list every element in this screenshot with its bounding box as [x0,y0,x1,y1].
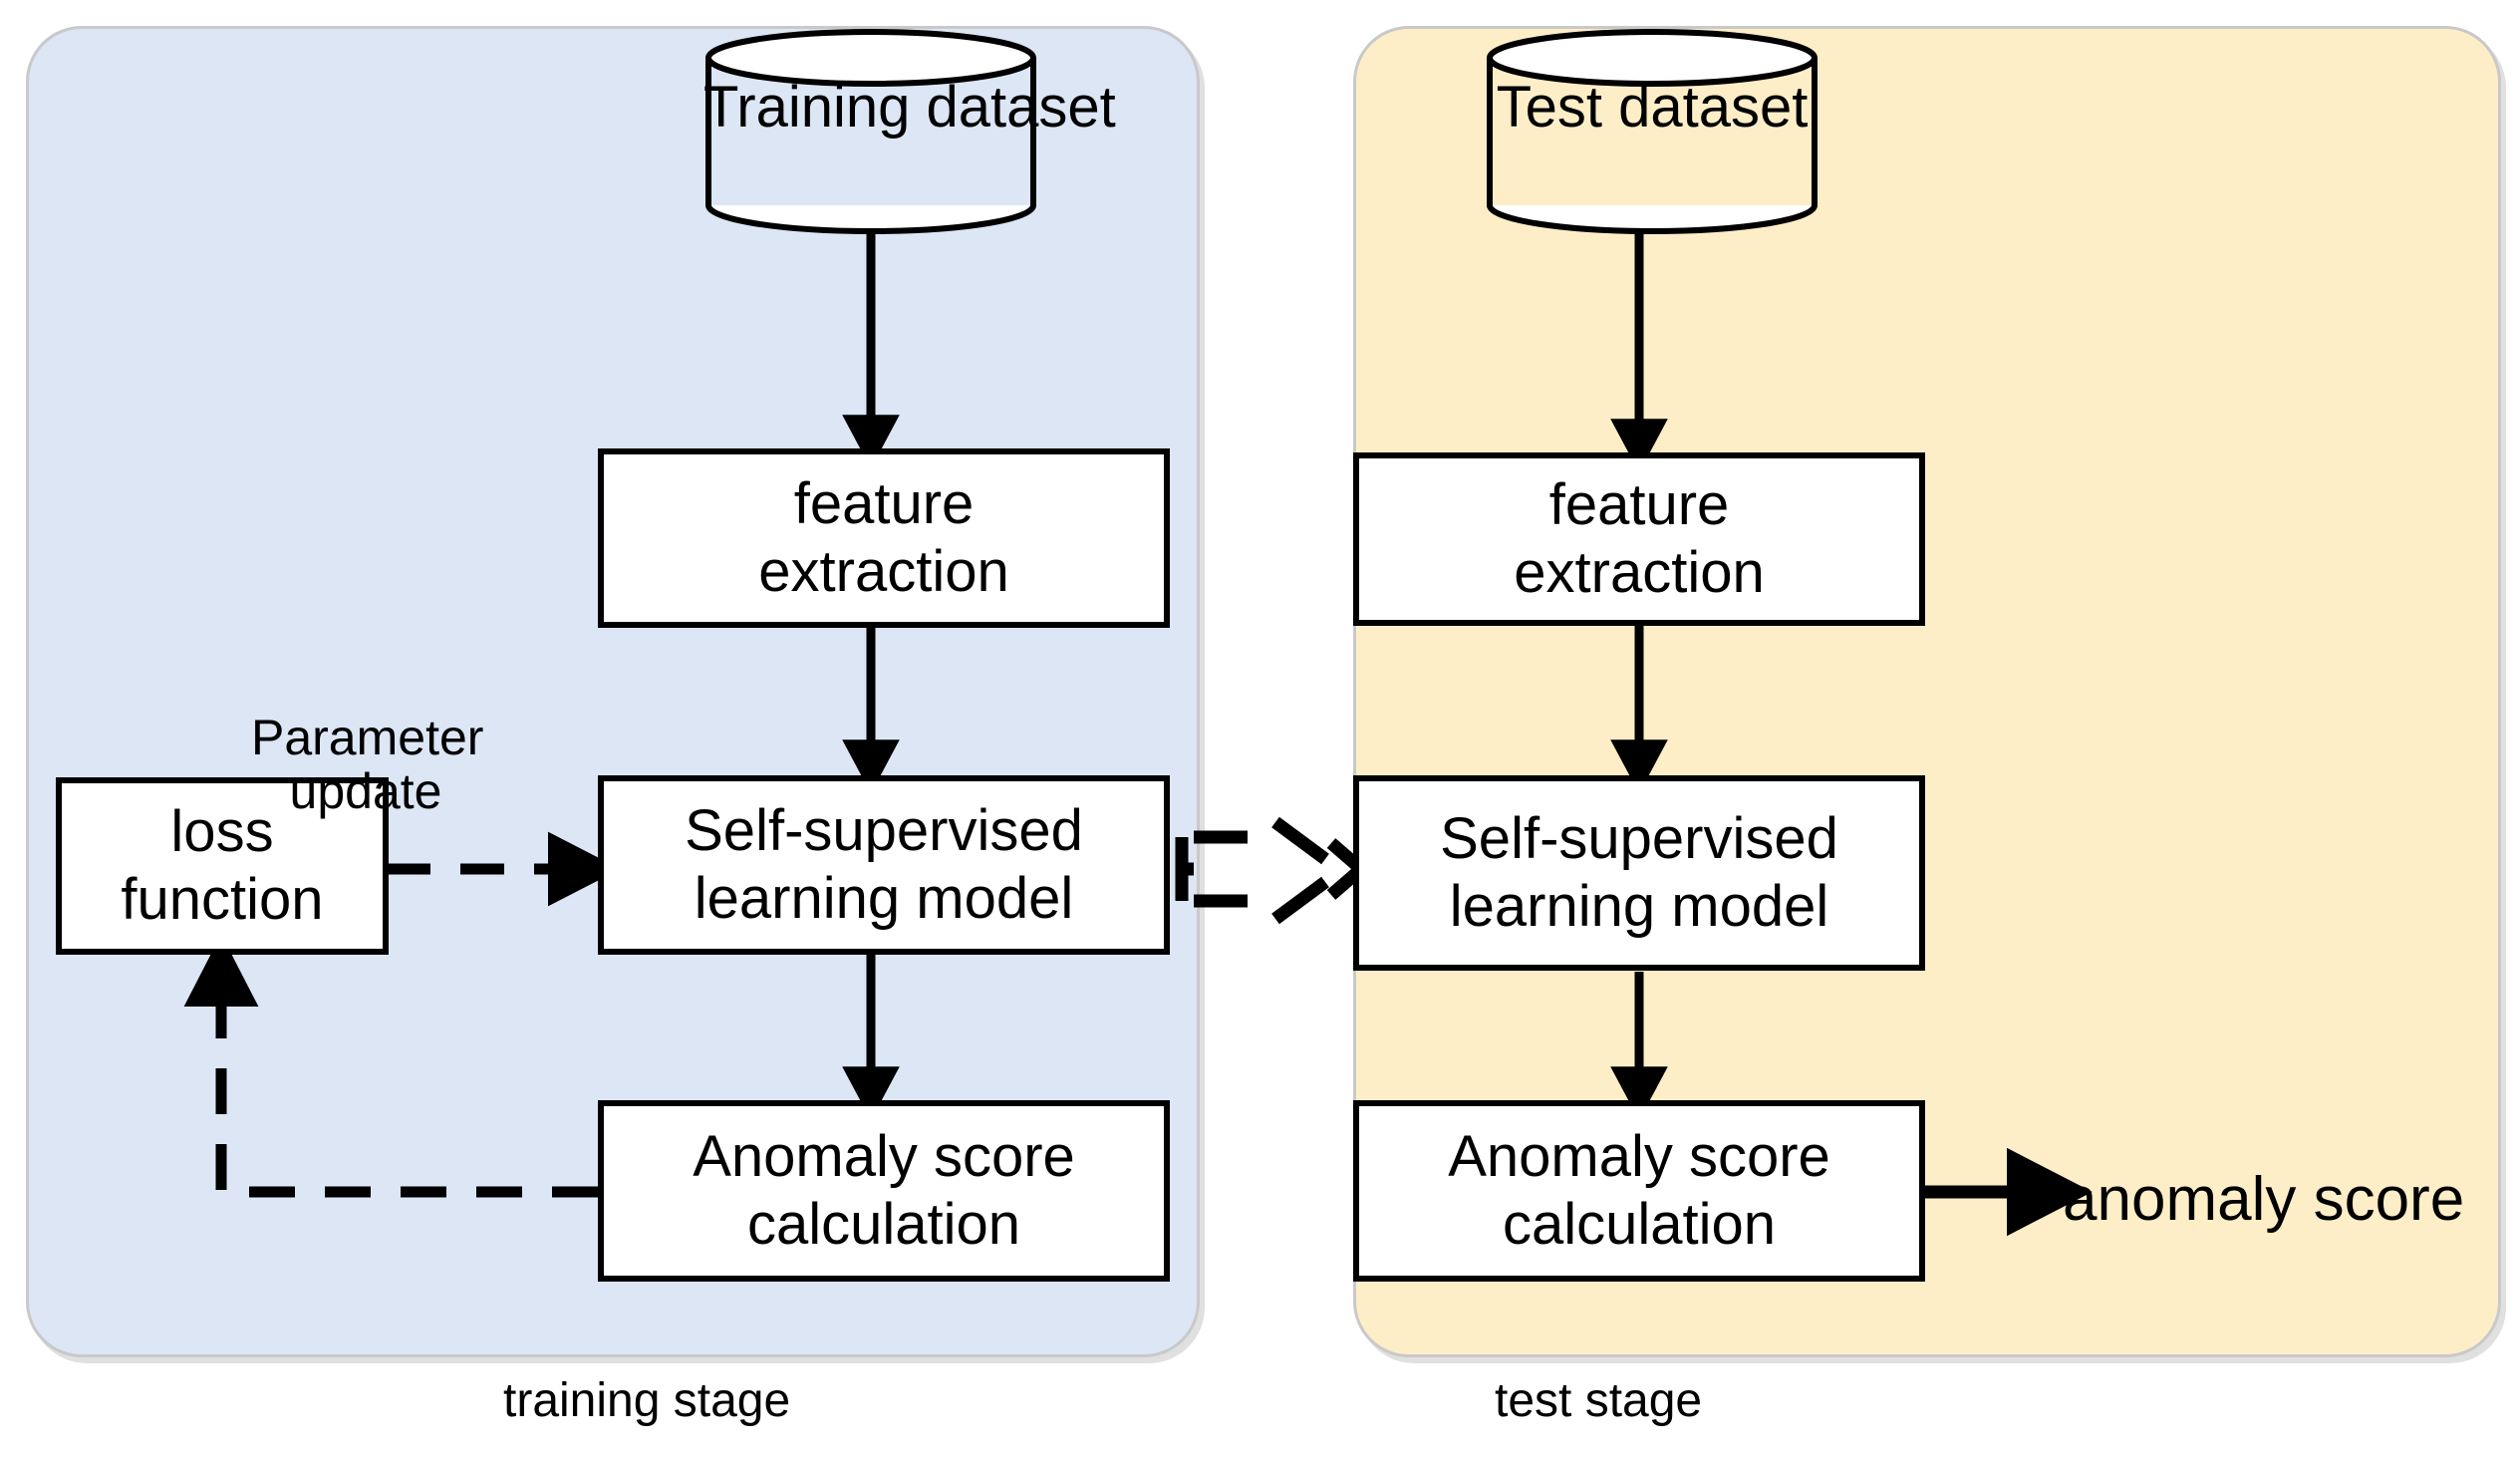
training-dataset-datastore: Training dataset [703,28,1116,235]
training-feature-extraction-box[interactable]: feature extraction [598,448,1170,628]
test-ssl-model-line1: Self-supervised [1440,805,1838,871]
training-anomaly-score-calculation-box[interactable]: Anomaly score calculation [598,1100,1170,1282]
test-ssl-model-box[interactable]: Self-supervised learning model [1353,775,1925,971]
test-anomaly-score-line2: calculation [1502,1192,1777,1257]
test-feature-extraction-line2: extraction [1514,540,1765,605]
parameter-update-line2: update [289,763,442,819]
training-ssl-model-box[interactable]: Self-supervised learning model [598,775,1170,955]
test-ssl-model-line2: learning model [1449,874,1829,939]
training-loss-function-line2: function [121,867,324,932]
training-feature-extraction-line1: feature [793,470,975,536]
test-stage-caption: test stage [1495,1374,1703,1427]
training-ssl-model-line1: Self-supervised [685,797,1083,863]
test-feature-extraction-box[interactable]: feature extraction [1353,452,1925,626]
test-feature-extraction-line1: feature [1548,471,1730,537]
parameter-update-line1: Parameter [251,710,484,765]
training-loss-function-line1: loss [170,798,274,864]
cylinder-database-icon [1487,29,1818,234]
test-anomaly-score-line1: Anomaly score [1448,1123,1830,1189]
training-stage-caption: training stage [503,1374,791,1427]
training-ssl-model-line2: learning model [694,866,1074,931]
training-dataset-label-line1: Training [703,75,911,140]
cross-stage-arrowhead-lower [1271,876,1329,925]
training-dataset-label-line2: dataset [926,75,1116,140]
training-anomaly-score-line2: calculation [746,1192,1021,1257]
test-dataset-label: Test dataset [1485,74,1820,142]
training-loss-function-box[interactable]: loss function [56,777,389,955]
anomaly-score-output-label: anomaly score [2063,1165,2465,1234]
test-anomaly-score-calculation-box[interactable]: Anomaly score calculation [1353,1100,1925,1282]
training-dataset-label: Training dataset [703,74,1116,142]
parameter-update-edge-label: Parameter update [251,710,484,819]
cylinder-database-icon [705,29,1036,234]
training-feature-extraction-line2: extraction [758,539,1009,604]
test-dataset-label-line1: Test [1496,75,1602,140]
test-dataset-label-line2: dataset [1618,75,1809,140]
training-anomaly-score-line1: Anomaly score [693,1123,1075,1189]
cross-stage-arrowhead-upper [1271,816,1329,865]
test-dataset-datastore: Test dataset [1485,28,1820,235]
